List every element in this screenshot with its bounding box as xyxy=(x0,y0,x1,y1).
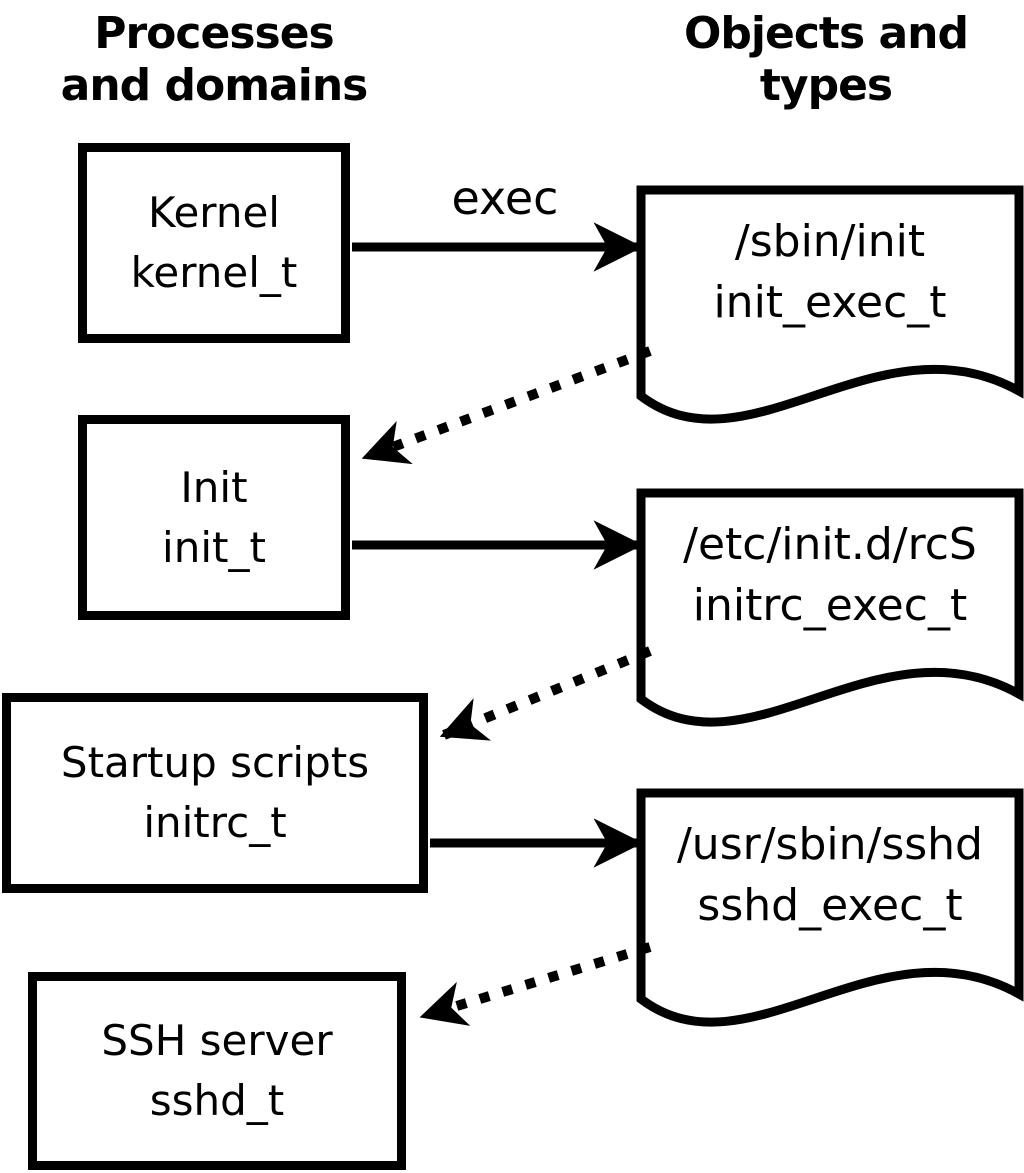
document-shape-icon xyxy=(636,788,1024,1027)
domain-type-label: initrc_t xyxy=(143,798,287,847)
object-type-label: initrc_exec_t xyxy=(692,580,968,631)
object-node-text: /usr/sbin/sshd sshd_exec_t xyxy=(646,806,1014,944)
object-path: /etc/init.d/rcS xyxy=(683,519,977,570)
process-name: Kernel xyxy=(148,188,280,237)
document-shape-icon xyxy=(636,185,1024,424)
object-path: /usr/sbin/sshd xyxy=(676,819,983,870)
object-type-label: init_exec_t xyxy=(713,277,947,328)
document-shape-icon xyxy=(636,488,1024,727)
header-line: and domains xyxy=(60,60,369,111)
header-line: Processes xyxy=(94,8,335,59)
column-header-objects: Objects and types xyxy=(630,8,1022,112)
process-node-ssh-server: SSH server sshd_t xyxy=(28,972,406,1170)
column-header-processes: Processes and domains xyxy=(18,8,410,112)
process-name: Startup scripts xyxy=(60,738,370,787)
exec-arrow-label: exec xyxy=(451,171,559,225)
object-node-text: /etc/init.d/rcS initrc_exec_t xyxy=(646,506,1014,644)
object-type-label: sshd_exec_t xyxy=(697,880,963,931)
domain-type-label: sshd_t xyxy=(149,1076,285,1125)
transition-arrow-init-binary-to-init-domain xyxy=(361,346,652,465)
process-node-startup-scripts: Startup scripts initrc_t xyxy=(2,693,428,893)
transition-arrow-sshd-binary-to-sshd-domain xyxy=(419,942,652,1026)
object-node-usr-sbin-sshd: /usr/sbin/sshd sshd_exec_t xyxy=(636,788,1024,1038)
object-node-text: /sbin/init init_exec_t xyxy=(646,203,1014,341)
object-node-sbin-init: /sbin/init init_exec_t xyxy=(636,185,1024,435)
object-path: /sbin/init xyxy=(734,216,926,267)
object-node-etc-init-d-rcs: /etc/init.d/rcS initrc_exec_t xyxy=(636,488,1024,738)
header-line: Objects and xyxy=(684,8,969,59)
process-node-init: Init init_t xyxy=(78,415,350,620)
domain-type-label: init_t xyxy=(162,522,266,572)
domain-type-label: kernel_t xyxy=(130,248,298,297)
process-name: Init xyxy=(180,462,248,512)
process-name: SSH server xyxy=(101,1016,333,1065)
transition-arrow-rcs-script-to-initrc-domain xyxy=(439,646,652,741)
process-node-kernel: Kernel kernel_t xyxy=(78,143,350,343)
header-line: types xyxy=(759,60,893,111)
